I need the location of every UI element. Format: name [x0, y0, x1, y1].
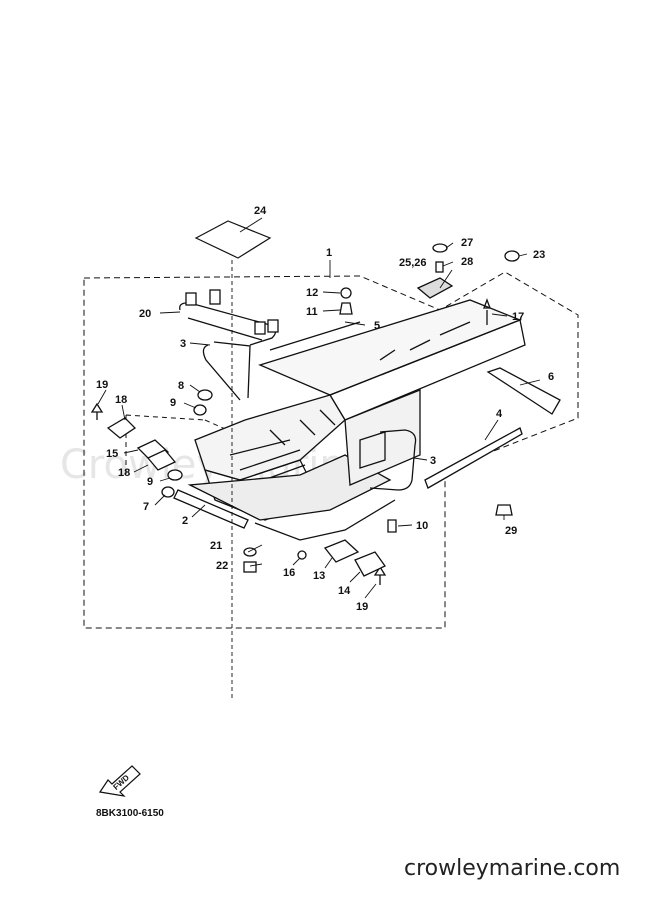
callout-12: 12 — [306, 287, 318, 299]
callout-19b: 19 — [356, 601, 368, 613]
callout-17: 17 — [512, 311, 524, 323]
callout-9b: 9 — [147, 476, 153, 488]
callout-3a: 3 — [180, 338, 186, 350]
callout-24: 24 — [254, 205, 267, 217]
callout-labels: 1 2 3 3 4 5 6 7 8 9 9 10 11 12 13 14 15 … — [96, 205, 554, 613]
fwd-arrow-icon: FWD — [98, 765, 141, 797]
callout-4: 4 — [496, 408, 503, 420]
assembly-boundary — [83, 271, 579, 629]
callout-21: 21 — [210, 540, 222, 552]
leader-lines — [97, 217, 541, 700]
callout-19a: 19 — [96, 379, 108, 391]
callout-18a: 18 — [115, 394, 127, 406]
frame-assembly — [90, 243, 561, 585]
callout-14: 14 — [338, 585, 351, 597]
callout-9a: 9 — [170, 397, 176, 409]
callout-29: 29 — [505, 525, 517, 537]
callout-15: 15 — [106, 448, 118, 460]
site-label: crowleymarine.com — [404, 856, 621, 881]
callout-27: 27 — [461, 237, 473, 249]
callout-23: 23 — [533, 249, 545, 261]
callout-3b: 3 — [430, 455, 436, 467]
callout-2: 2 — [182, 515, 188, 527]
callout-18b: 18 — [118, 467, 130, 479]
callout-13: 13 — [313, 570, 325, 582]
callout-6: 6 — [548, 371, 554, 383]
callout-7: 7 — [143, 501, 149, 513]
callout-25-26: 25,26 — [399, 257, 427, 269]
callout-8: 8 — [178, 380, 184, 392]
callout-22: 22 — [216, 560, 228, 572]
callout-20: 20 — [139, 308, 151, 320]
part-code: 8BK3100-6150 — [96, 808, 164, 819]
callout-16: 16 — [283, 567, 295, 579]
callout-5: 5 — [374, 320, 380, 332]
callout-10: 10 — [416, 520, 428, 532]
callout-1: 1 — [326, 247, 332, 259]
callout-28: 28 — [461, 256, 473, 268]
decal-part-24 — [194, 220, 272, 259]
callout-11: 11 — [306, 306, 318, 318]
